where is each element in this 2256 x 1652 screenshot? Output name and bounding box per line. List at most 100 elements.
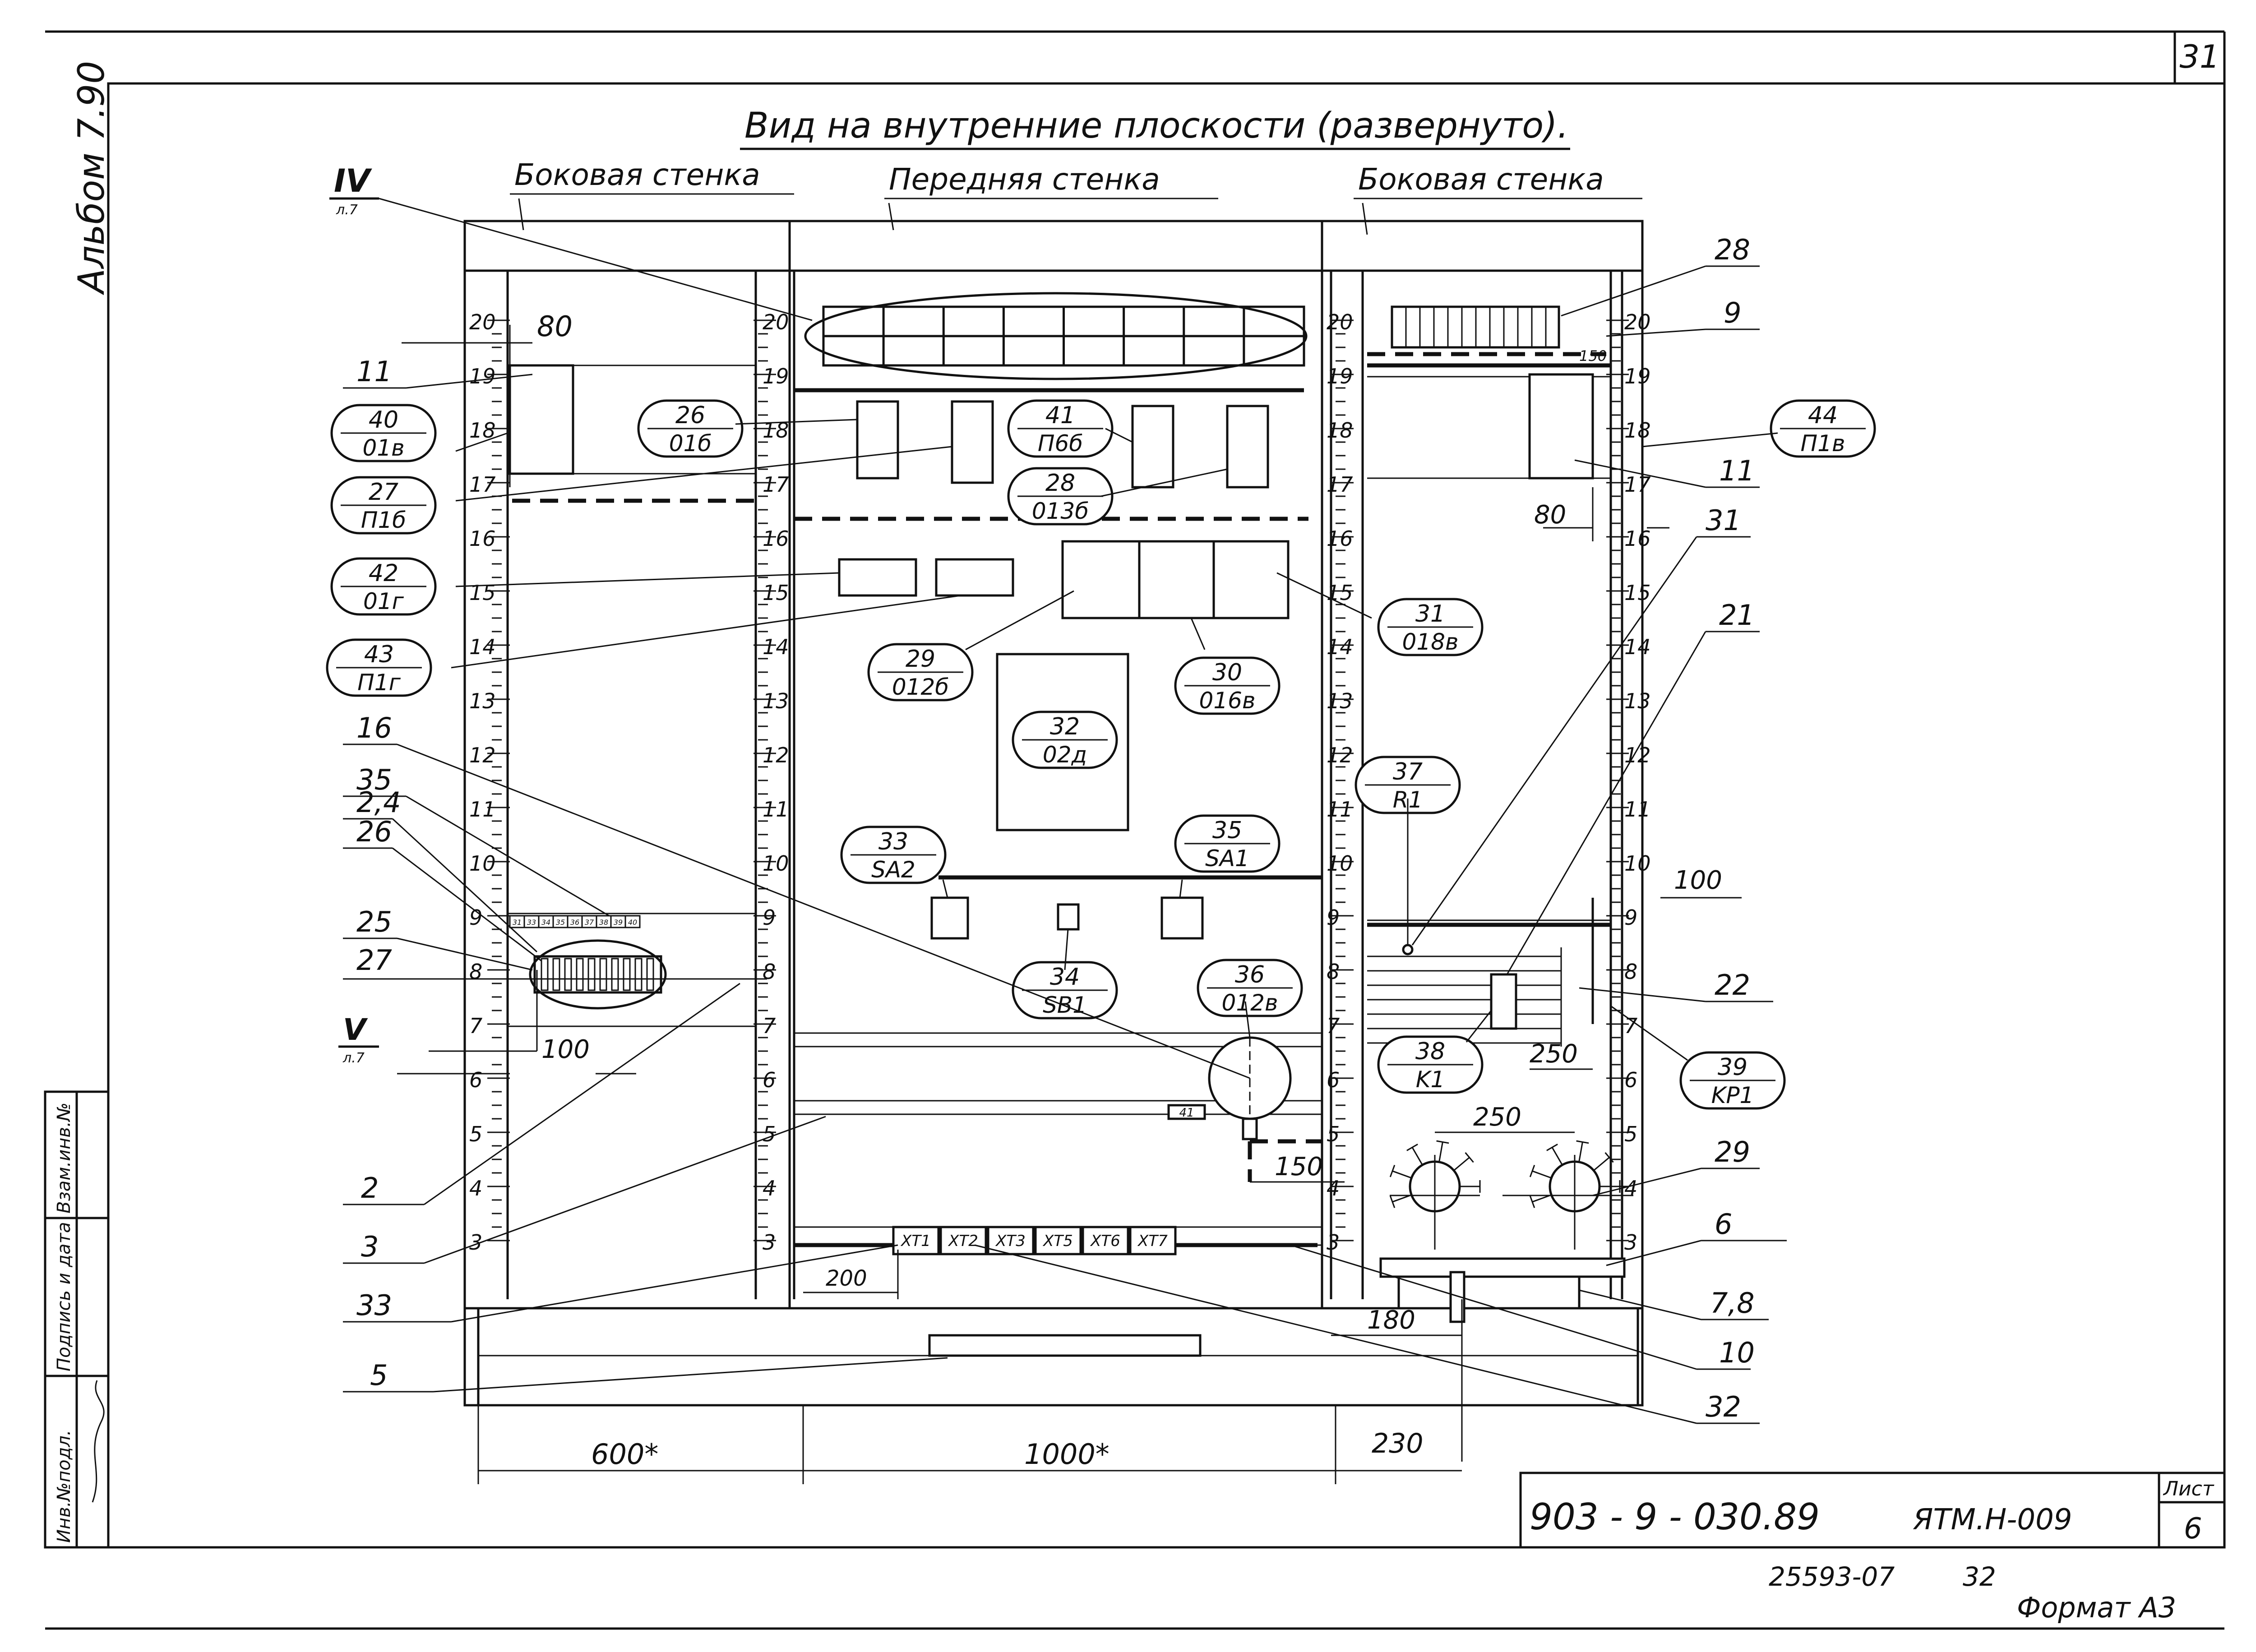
callout-number: 7,8 <box>1710 1287 1755 1320</box>
ruler-mark: 9 <box>763 905 776 930</box>
tag-code: 012б <box>892 674 949 700</box>
xt-label: XT1 <box>900 1232 931 1250</box>
ruler-mark: 13 <box>1327 689 1353 713</box>
terminal-number: 39 <box>614 918 623 927</box>
tag-number: 38 <box>1415 1038 1445 1065</box>
ruler-mark: 16 <box>763 526 789 551</box>
dim-1000: 1000* <box>1024 1438 1110 1471</box>
terminal-block-group <box>529 939 667 1010</box>
callout-number: 6 <box>1715 1208 1732 1241</box>
button-sb1 <box>1057 903 1080 931</box>
dim-80-left: 80 <box>537 310 573 343</box>
sheet-label: Лист <box>2163 1477 2214 1500</box>
equipment-tags: 4001в27П1б4201г43П1г2601б41П6б28013б2901… <box>326 399 1876 1110</box>
callout-number: 29 <box>1715 1135 1750 1168</box>
ruler-mark: 17 <box>469 472 496 497</box>
callout-number: 2 <box>361 1172 379 1204</box>
callout-number: 2,4 <box>356 786 401 819</box>
callout-number: 11 <box>1719 454 1755 487</box>
ruler-mark: 7 <box>763 1014 776 1038</box>
ruler-mark: 5 <box>1327 1122 1340 1146</box>
relay-01b <box>856 400 899 480</box>
relay-013b <box>1226 405 1269 489</box>
ruler-mark: 6 <box>1327 1068 1340 1092</box>
xt-block <box>1082 1226 1129 1255</box>
ruler-mark: 4 <box>1624 1176 1637 1200</box>
ruler-mark: 19 <box>1327 364 1353 388</box>
tag-code: 016в <box>1199 688 1256 714</box>
tag-number: 29 <box>906 646 935 673</box>
tag-number: 43 <box>364 641 394 668</box>
callout-number: 10 <box>1719 1336 1755 1369</box>
relay-p6b <box>1131 405 1174 489</box>
callout-number: 28 <box>1715 233 1750 266</box>
callout-number: 21 <box>1719 599 1755 632</box>
tag-code: П6б <box>1038 430 1083 457</box>
ruler-mark: 12 <box>469 743 496 767</box>
ruler-mark: 9 <box>469 905 482 930</box>
ruler-mark: 6 <box>469 1068 482 1092</box>
ruler-mark: 13 <box>469 689 496 713</box>
dim-150-mid: 150 <box>1275 1152 1323 1181</box>
dim-250-a: 250 <box>1530 1039 1578 1069</box>
module-p1g <box>935 558 1014 597</box>
ruler-mark: 4 <box>763 1176 776 1200</box>
xt-block <box>939 1226 987 1255</box>
callout-number: 3 <box>361 1230 379 1263</box>
tag-code: 018в <box>1402 629 1459 655</box>
ruler-mark: 11 <box>1624 797 1651 821</box>
xt-label: XT6 <box>1090 1232 1120 1250</box>
dim-150-top: 150 <box>1579 347 1607 365</box>
ruler-mark: 9 <box>1327 905 1340 930</box>
ruler-mark: 14 <box>1624 635 1651 659</box>
dim-200: 200 <box>826 1266 867 1291</box>
callout-number: 5 <box>370 1359 388 1392</box>
title-block: 903 - 9 - 030.89 ЯТМ.Н-009 Лист 6 <box>1519 1472 2226 1549</box>
tag-code: K1 <box>1416 1066 1445 1093</box>
wall-label-right: Боковая стенка <box>1358 162 1604 197</box>
ruler-mark: 8 <box>1624 960 1637 984</box>
view-mark-iv-ref: л.7 <box>336 202 358 218</box>
ruler-mark: 19 <box>1624 364 1651 388</box>
ruler-mark: 18 <box>1624 418 1651 443</box>
tag-code: П1в <box>1801 430 1845 457</box>
ruler-mark: 15 <box>1624 581 1651 605</box>
ruler-mark: 5 <box>763 1122 776 1146</box>
tag-code: SA1 <box>1205 845 1249 872</box>
ruler-mark: 11 <box>763 797 789 821</box>
order-page: 32 <box>1963 1561 1996 1592</box>
dim-180: 180 <box>1367 1306 1415 1335</box>
ruler-mark: 20 <box>763 310 789 334</box>
tag-code: П1г <box>357 669 401 696</box>
terminal-cell <box>624 915 641 928</box>
ruler-mark: 11 <box>469 797 496 821</box>
xt-label: XT5 <box>1042 1232 1073 1250</box>
ruler-mark: 5 <box>1624 1122 1637 1146</box>
tag-code: 01г <box>363 588 404 614</box>
callout-number: 16 <box>356 711 392 744</box>
ruler-mark: 16 <box>1624 526 1651 551</box>
terminal-number: 31 <box>513 918 522 927</box>
terminal-number: 40 <box>628 918 637 927</box>
ruler-mark: 9 <box>1624 905 1637 930</box>
page-number: 31 <box>2179 38 2219 75</box>
ruler-mark: 17 <box>763 472 789 497</box>
ruler-mark: 10 <box>1624 851 1651 876</box>
view-mark-v: V <box>343 1012 368 1047</box>
dim-230: 230 <box>1372 1428 1424 1459</box>
ruler-mark: 10 <box>763 851 789 876</box>
tag-number: 33 <box>878 828 908 855</box>
dim-100-left: 100 <box>541 1035 590 1064</box>
ruler-mark: 14 <box>1327 635 1353 659</box>
xt-block <box>987 1226 1035 1255</box>
ruler-mark: 13 <box>1624 689 1651 713</box>
